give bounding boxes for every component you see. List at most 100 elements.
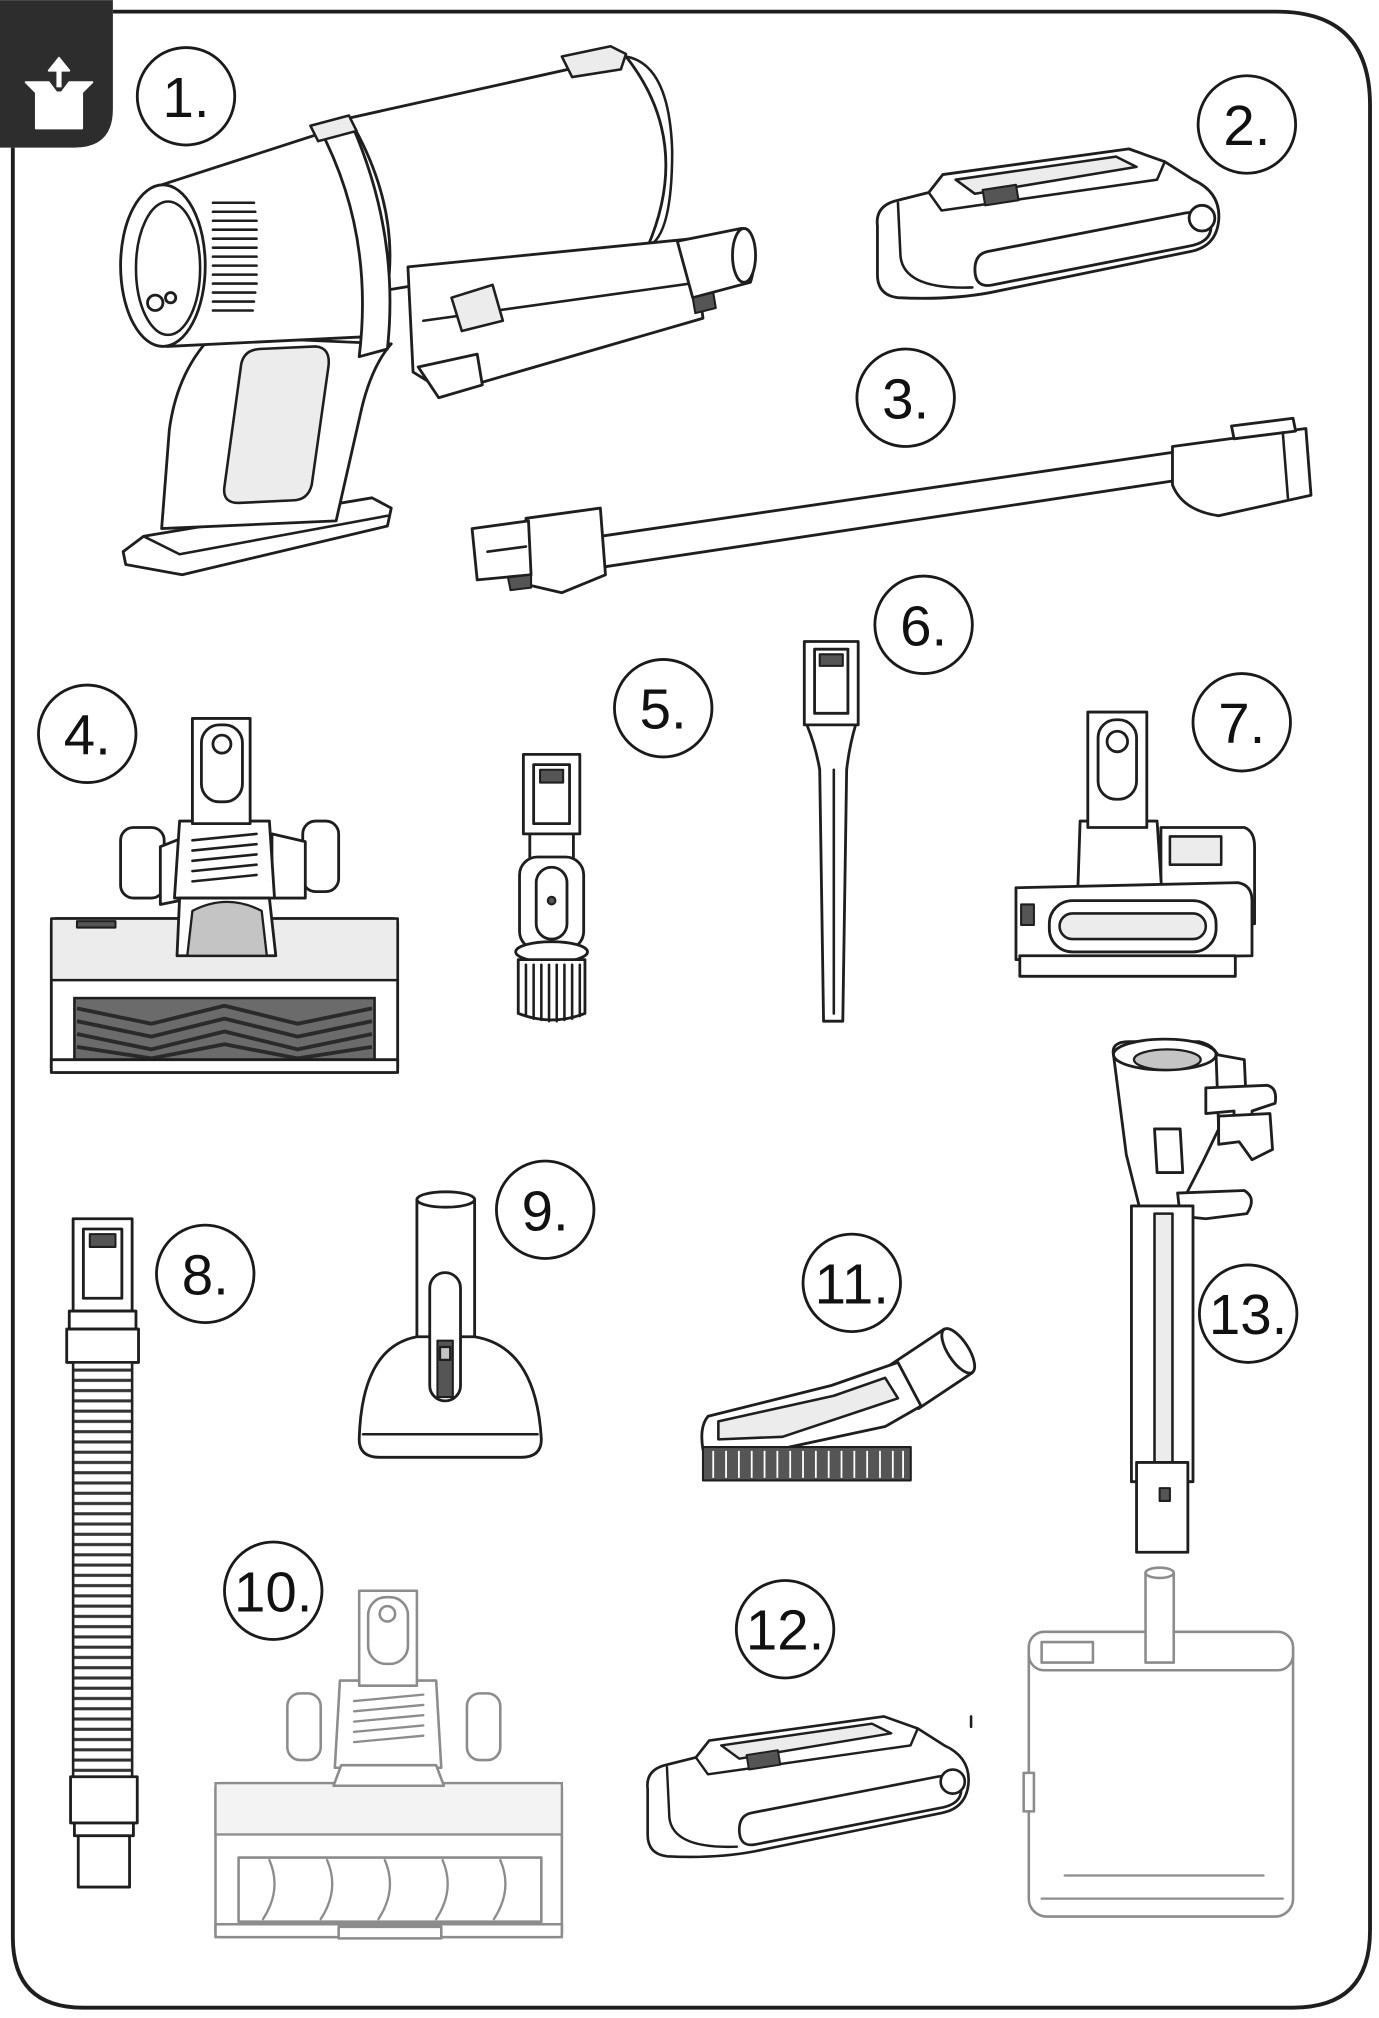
box-upload-icon [24, 56, 94, 130]
vent-grille [211, 201, 258, 312]
bristles [701, 1446, 912, 1482]
part-7-mini-motorized-brush [1014, 710, 1256, 978]
brushroll-lines [261, 1858, 507, 1921]
section-tab [0, 0, 113, 148]
tube-lower-connector [524, 506, 607, 595]
swivel-neck-base [332, 1763, 446, 1788]
label-number: 13. [1209, 1283, 1287, 1346]
label-circle [1191, 672, 1292, 773]
tube-shaft [598, 450, 1182, 569]
tube-lower-lock [1158, 1487, 1171, 1502]
tube-upper-connector [1171, 427, 1313, 518]
brush-head-tab [337, 1925, 443, 1940]
motor-end-cap-ring [134, 200, 202, 337]
axle-arm-right [270, 832, 307, 900]
brush-body-shade [717, 1376, 900, 1441]
charging-post [1144, 1571, 1176, 1664]
part-label-11: 11. [801, 1232, 902, 1334]
hose-upper-cuff [65, 1327, 140, 1364]
swivel-neck-shade [186, 900, 268, 957]
label-circle [873, 574, 974, 675]
swivel-joint [173, 819, 276, 900]
brushroll-chevrons [76, 1003, 373, 1061]
brush-head-rim [49, 1058, 400, 1074]
tube-release-clip [1230, 416, 1298, 441]
label-circle [135, 46, 237, 147]
part-9-pet-hair-tool [357, 1190, 543, 1459]
part-4-motorized-floor-brush [49, 717, 400, 1074]
label-circle [801, 1232, 902, 1334]
part-label-1: 1. [135, 46, 237, 147]
label-circle [155, 1223, 256, 1325]
part-11-dusting-brush [700, 1327, 977, 1482]
part-label-13: 13. [1197, 1263, 1299, 1364]
label-circle [37, 683, 138, 784]
connector-neck [528, 832, 575, 861]
part-label-10: 10. [223, 1540, 324, 1641]
part-2-battery [875, 147, 1221, 300]
connector-latch [818, 653, 844, 667]
motor-end-cap [119, 183, 207, 348]
label-number: 1. [162, 66, 209, 129]
label-circle [613, 658, 714, 759]
label-number: 10. [234, 1560, 312, 1623]
part-label-2: 2. [1196, 74, 1298, 175]
label-number: 3. [882, 367, 929, 430]
crevice-nozzle [805, 723, 858, 1023]
part-label-3: 3. [855, 347, 956, 448]
wheel-left [286, 1692, 322, 1762]
part-label-8: 8. [155, 1223, 256, 1325]
label-number: 9. [522, 1179, 569, 1242]
brush-base-strip [1018, 954, 1237, 978]
label-circle [1196, 74, 1298, 175]
mount-clip-bottom [1176, 1189, 1253, 1221]
accessory-hook-lower [1217, 1112, 1274, 1162]
tube-lower-end [1135, 1461, 1190, 1554]
part-10-floor-brush [214, 1589, 564, 1940]
label-number: 6. [900, 594, 947, 657]
charging-base-side-port [1022, 1771, 1036, 1813]
wheel-right [301, 819, 341, 894]
bin-empty-button [416, 352, 484, 400]
part-label-6: 6. [873, 574, 974, 675]
hose-lower-ring [72, 1821, 135, 1838]
part-6-crevice-tool [802, 640, 860, 1023]
cradle-opening-inner [1132, 1048, 1202, 1072]
dust-bin-end-cap [624, 55, 674, 248]
brush-head-top [214, 1782, 564, 1836]
label-number: 4. [64, 703, 111, 766]
part-8-flexible-hose [65, 1217, 140, 1889]
bristle-lines [524, 963, 582, 1023]
part-label-4: 4. [37, 683, 138, 784]
label-circle [1197, 1263, 1299, 1364]
brush-tube-opening [940, 1327, 977, 1375]
release-button [211, 733, 233, 755]
label-number: 2. [1223, 94, 1270, 157]
label-circle [223, 1540, 324, 1641]
label-number: 7. [1218, 692, 1265, 755]
label-circle [855, 347, 956, 448]
corrugated-hose [71, 1361, 134, 1779]
bin-release-latch [560, 44, 628, 79]
collar-latch [309, 114, 358, 143]
wheel-right [465, 1692, 502, 1762]
motor-housing-panel [1168, 835, 1223, 866]
charging-base-foot-lines [1040, 1874, 1284, 1900]
part-3-extension-tube [470, 416, 1313, 595]
intake-opening [415, 1190, 477, 1209]
part-5-adapter-brush [514, 752, 589, 1023]
mount-clip-left [1153, 1127, 1185, 1174]
mode-button [164, 291, 178, 305]
page-frame [10, 9, 1372, 2010]
label-number: 12. [746, 1599, 824, 1662]
spring-coil [191, 832, 258, 883]
spring-coil [352, 1693, 425, 1744]
neck-button-housing [366, 1595, 410, 1666]
bristle-lines [712, 1450, 904, 1478]
charging-base [1027, 1630, 1295, 1918]
part-1-handheld-vacuum [119, 44, 757, 577]
nozzle-opening [731, 227, 757, 284]
bin-clip [450, 283, 505, 333]
release-button [1105, 729, 1129, 754]
